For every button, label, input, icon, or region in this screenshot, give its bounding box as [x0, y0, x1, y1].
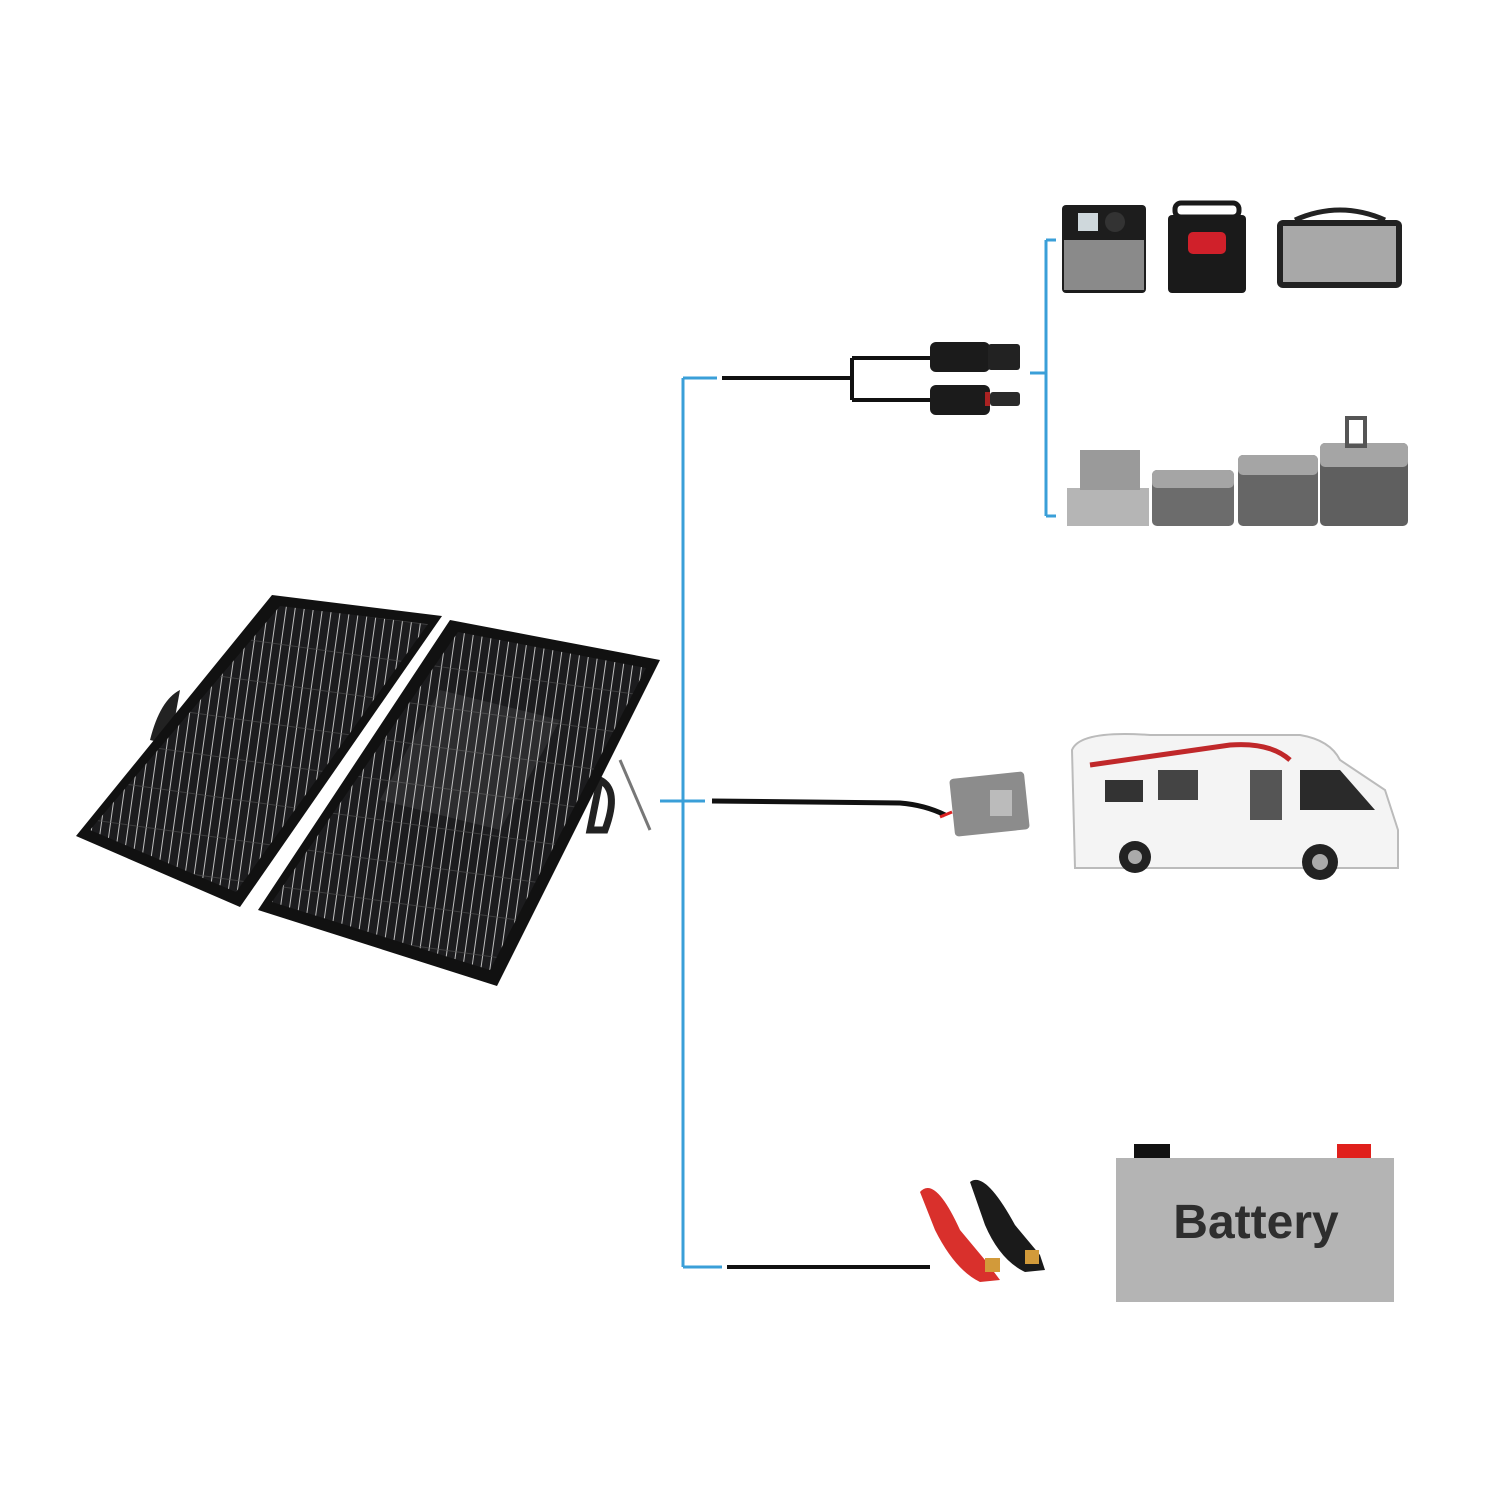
connector-lines	[660, 238, 1056, 1269]
battery-positive-terminal	[1337, 1144, 1371, 1160]
mc4-connector-icon	[722, 342, 1020, 415]
battery-body	[1116, 1158, 1394, 1302]
battery-negative-terminal	[1134, 1144, 1170, 1160]
alligator-clamp-icon	[727, 1179, 1045, 1282]
portable-fridge-icon	[1067, 416, 1408, 526]
motorhome-icon	[1070, 733, 1399, 880]
battery-icon	[1116, 1144, 1394, 1302]
power-station-icon	[1062, 200, 1402, 293]
battery-label: Battery	[1173, 1196, 1339, 1249]
anderson-connector-icon	[711, 771, 1030, 837]
solar-panel-icon	[76, 595, 660, 986]
